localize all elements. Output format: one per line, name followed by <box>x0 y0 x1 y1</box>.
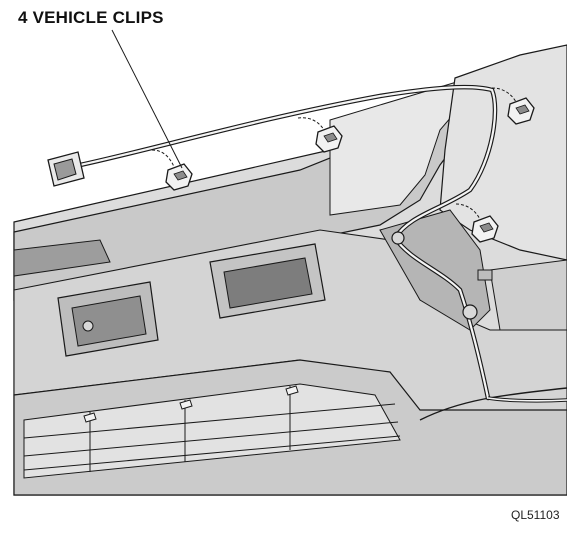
bumper-assembly <box>13 44 567 496</box>
vehicle-clip-1 <box>151 149 193 191</box>
vehicle-clips <box>151 87 535 243</box>
vehicle-clip-3 <box>491 87 535 125</box>
figure-id: QL51103 <box>511 508 560 522</box>
lower-cable <box>419 387 567 421</box>
harness-connector <box>47 151 85 187</box>
vehicle-clip-4 <box>455 203 499 243</box>
right-corner-shell <box>439 44 567 261</box>
harness-grommet <box>462 304 478 320</box>
right-bracket <box>209 243 326 319</box>
callout-leader-line <box>111 29 183 169</box>
wiring-harness <box>47 84 567 403</box>
lower-grille <box>13 359 567 496</box>
vehicle-clip-2 <box>297 117 343 153</box>
left-bracket <box>57 281 159 357</box>
left-ledge <box>13 239 111 277</box>
callout-label: 4 VEHICLE CLIPS <box>18 8 164 27</box>
right-inner-wall <box>489 259 567 331</box>
